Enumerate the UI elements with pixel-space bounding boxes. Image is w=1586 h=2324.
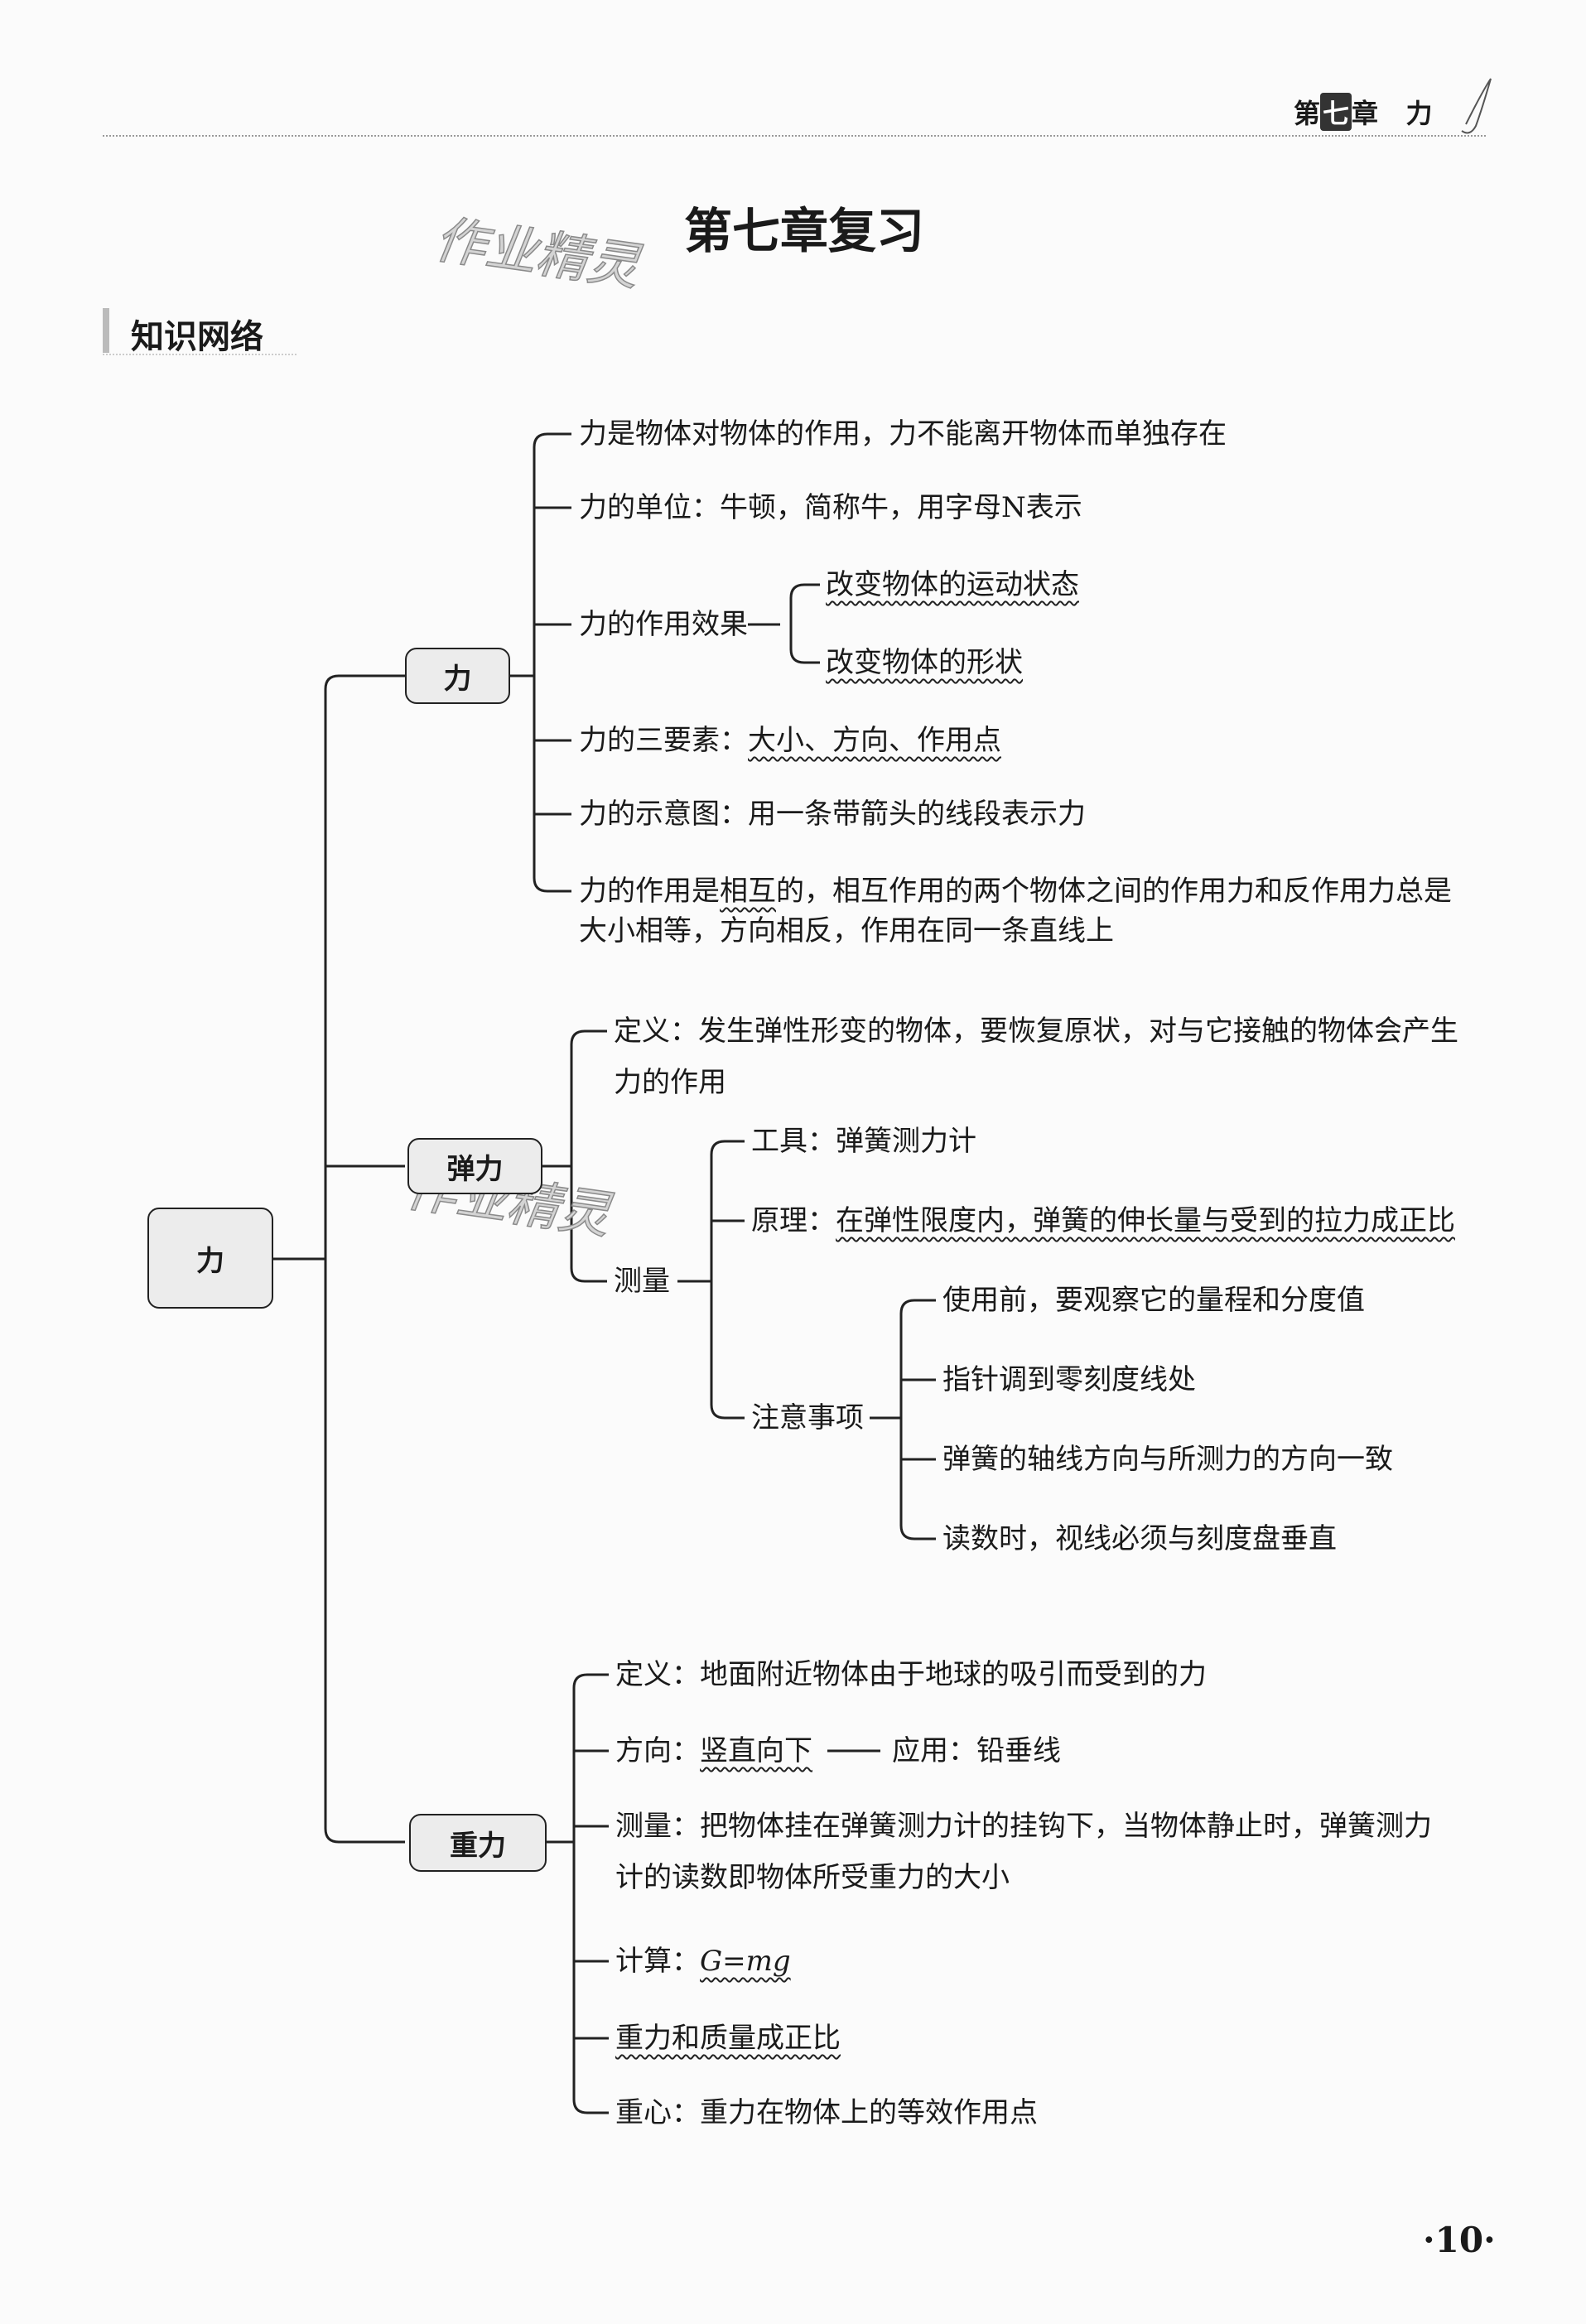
measure-bracket [710, 1140, 745, 1420]
principle-prefix: 原理： [751, 1204, 836, 1237]
elastic-definition-line2: 力的作用 [614, 1066, 726, 1099]
formula: G=mg [700, 1945, 791, 1978]
calc-prefix: 计算： [615, 1945, 700, 1978]
force-bracket [533, 432, 571, 893]
note-item: 弹簧的轴线方向与所测力的方向一致 [942, 1443, 1393, 1476]
node-gravity: 重力 [409, 1814, 547, 1872]
force-definition: 力是物体对物体的作用，力不能离开物体而单独存在 [579, 417, 1227, 451]
principle-key: 在弹性限度内，弹簧的伸长量与受到的拉力成正比 [836, 1204, 1455, 1237]
force-diagram: 力的示意图：用一条带箭头的线段表示力 [579, 798, 1086, 831]
root-node: 力 [147, 1208, 273, 1309]
node-elastic: 弹力 [407, 1138, 542, 1194]
chapter-suffix: 章 [1352, 98, 1379, 129]
elements-key: 大小、方向、作用点 [748, 724, 1001, 757]
chapter-prefix: 第 [1294, 98, 1321, 129]
elements-prefix: 力的三要素： [579, 724, 748, 757]
force-effect: 力的作用效果 [579, 608, 748, 641]
gravity-application: 应用：铅垂线 [892, 1734, 1061, 1767]
gravity-proportional: 重力和质量成正比 [615, 2022, 841, 2055]
force-elements: 力的三要素：大小、方向、作用点 [579, 724, 1001, 757]
chapter-topic: 力 [1405, 98, 1433, 129]
gravity-measure-line2: 计的读数即物体所受重力的大小 [615, 1861, 1010, 1894]
elastic-tool: 工具：弹簧测力计 [751, 1125, 976, 1158]
effect-bracket [789, 583, 820, 664]
elastic-principle: 原理：在弹性限度内，弹簧的伸长量与受到的拉力成正比 [751, 1204, 1455, 1237]
note-item: 指针调到零刻度线处 [942, 1363, 1196, 1396]
node-force: 力 [405, 648, 510, 704]
gravity-definition: 定义：地面附近物体由于地球的吸引而受到的力 [615, 1658, 1207, 1691]
section-title: 知识网络 [131, 318, 263, 356]
notes-bracket [899, 1299, 936, 1540]
force-effect-shape: 改变物体的形状 [826, 646, 1023, 679]
elastic-measure: 测量 [614, 1265, 670, 1298]
elastic-bracket [570, 1029, 607, 1283]
gravity-calc: 计算：G=mg [615, 1945, 791, 1978]
force-unit: 力的单位：牛顿，简称牛，用字母N表示 [579, 491, 1082, 524]
gravity-direction: 方向：竖直向下 [615, 1734, 812, 1767]
mutual-rest: 的，相互作用的两个物体之间的作用力和反作用力总是 [776, 875, 1452, 908]
trunk-bracket [324, 674, 405, 1844]
mutual-key: 相互 [720, 875, 776, 908]
note-item: 读数时，视线必须与刻度盘垂直 [942, 1522, 1337, 1555]
mutual-prefix: 力的作用是 [579, 875, 720, 908]
chapter-number: 七 [1320, 93, 1352, 131]
gravity-center: 重心：重力在物体上的等效作用点 [615, 2096, 1038, 2129]
force-effect-motion: 改变物体的运动状态 [826, 568, 1079, 601]
gravity-measure: 测量：把物体挂在弹簧测力计的挂钩下，当物体静止时，弹簧测力 [615, 1810, 1432, 1843]
elastic-definition: 定义：发生弹性形变的物体，要恢复原状，对与它接触的物体会产生 [614, 1015, 1458, 1048]
direction-key: 竖直向下 [700, 1734, 812, 1767]
page-title: 第七章复习 [684, 203, 925, 259]
force-mutual: 力的作用是相互的，相互作用的两个物体之间的作用力和反作用力总是 [579, 875, 1452, 908]
direction-prefix: 方向： [615, 1734, 700, 1767]
elastic-notes-label: 注意事项 [751, 1401, 864, 1434]
chapter-header: 第七章 力 [1294, 93, 1432, 131]
note-item: 使用前，要观察它的量程和分度值 [942, 1284, 1365, 1317]
page-number: ·10· [1423, 2220, 1496, 2260]
gravity-bracket [572, 1673, 609, 2114]
force-mutual-line2: 大小相等，方向相反，作用在同一条直线上 [579, 914, 1114, 947]
